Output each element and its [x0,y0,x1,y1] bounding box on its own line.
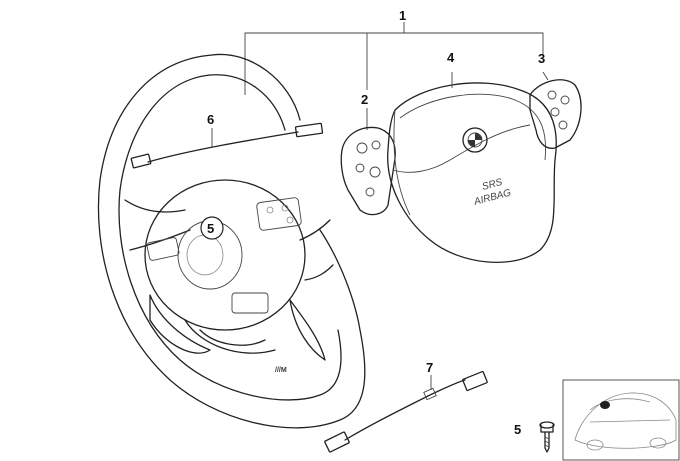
callout-5a: 5 [207,221,214,236]
button-panel-part-3 [529,71,582,149]
callout-5b: 5 [514,422,521,437]
wheel-badge: ///M [275,367,287,374]
callout-6: 6 [207,112,214,127]
cable-part-6 [130,122,324,169]
callout-2: 2 [361,92,368,107]
callout-1: 1 [399,8,406,23]
button-panel-part-2 [340,126,396,216]
steering-wheel: ///M [97,53,366,429]
callout-7: 7 [426,360,433,375]
callout-5-hub: 5 [200,216,224,240]
airbag-module-part-4: SRS AIRBAG [387,72,557,263]
screw-icon [539,421,555,453]
connector-plug-icon [130,153,152,169]
bmw-roundel-icon [462,127,488,153]
callout-3: 3 [538,51,545,66]
harness-part-7 [324,370,488,453]
car-thumbnail-icon [562,379,680,461]
airbag-label-srs: SRS [481,177,504,193]
leader-group-1 [244,22,544,130]
callout-4: 4 [447,50,455,65]
